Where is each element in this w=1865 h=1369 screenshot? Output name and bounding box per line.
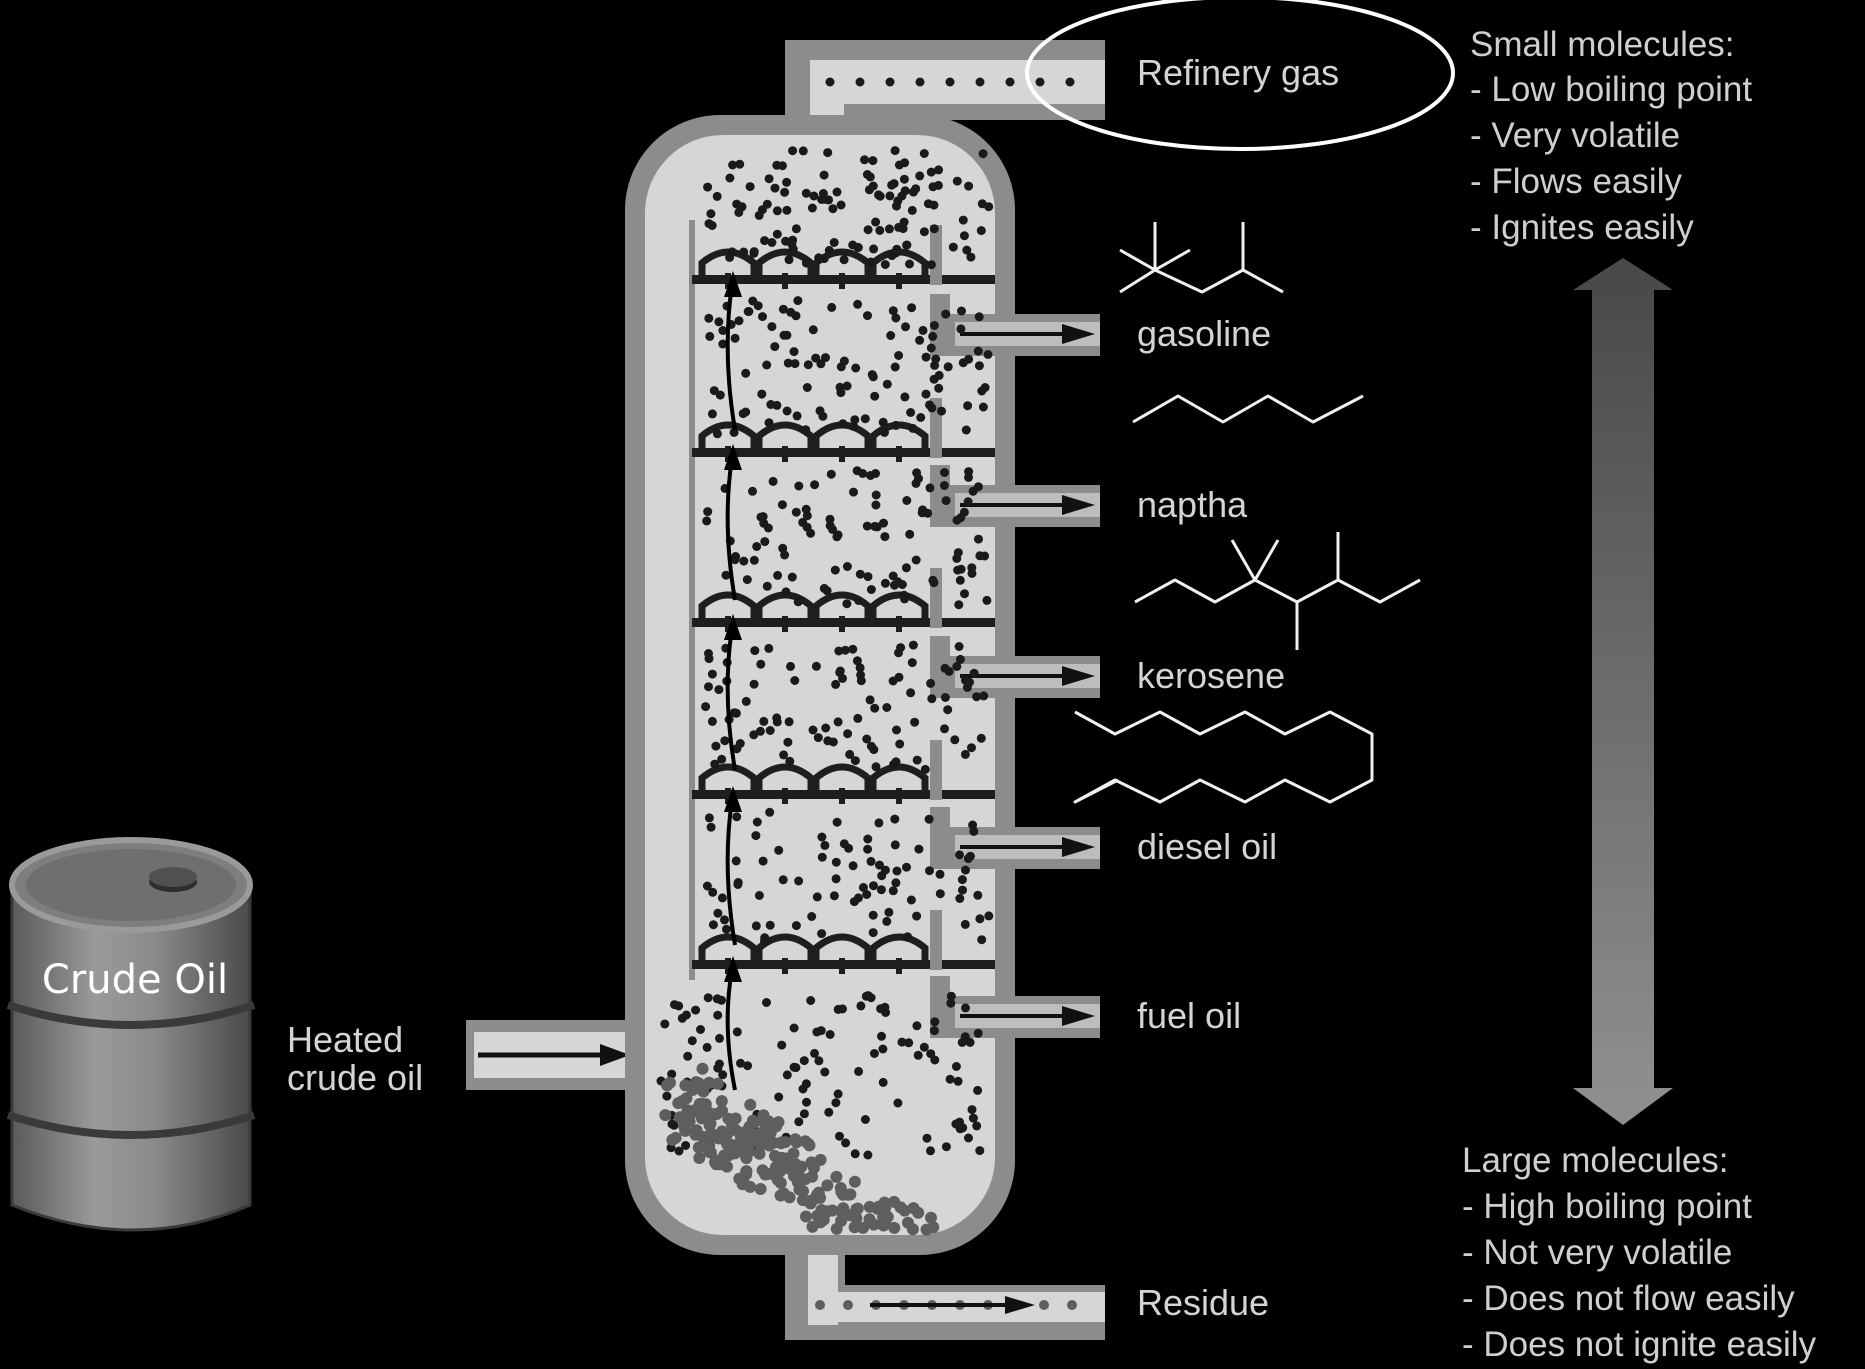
feed-pipe (466, 1020, 636, 1090)
feed-label-line2: crude oil (287, 1057, 423, 1098)
large-prop-1: - High boiling point (1462, 1187, 1752, 1226)
fraction-label-refinery-gas: Refinery gas (1137, 52, 1339, 93)
molecule-size-arrow (1573, 258, 1673, 1125)
fraction-label-residue: Residue (1137, 1282, 1269, 1323)
barrel-label: Crude Oil (42, 957, 228, 1003)
fraction-labels: Refinery gas gasoline naptha kerosene diesel… (1137, 52, 1339, 1323)
large-prop-4: - Does not ignite easily (1462, 1325, 1817, 1364)
naptha-molecule-icon (1133, 396, 1363, 422)
fraction-label-naptha: naptha (1137, 484, 1248, 525)
kerosene-molecule-icon (1135, 532, 1420, 650)
feed-label-line1: Heated (287, 1019, 403, 1060)
crude-oil-barrel: Crude Oil (8, 840, 254, 1230)
small-prop-3: - Flows easily (1470, 162, 1682, 201)
fraction-label-fuel-oil: fuel oil (1137, 995, 1241, 1036)
small-prop-1: - Low boiling point (1470, 70, 1752, 109)
small-molecules-notes: Small molecules: - Low boiling point - V… (1470, 25, 1752, 247)
small-molecules-heading: Small molecules: (1470, 25, 1735, 64)
molecule-structures (1075, 222, 1420, 802)
large-prop-2: - Not very volatile (1462, 1233, 1732, 1272)
large-prop-3: - Does not flow easily (1462, 1279, 1795, 1318)
gasoline-molecule-icon (1120, 222, 1283, 292)
diesel-molecule-icon (1075, 712, 1372, 802)
large-molecules-heading: Large molecules: (1462, 1141, 1729, 1180)
fraction-label-diesel-oil: diesel oil (1137, 826, 1277, 867)
large-molecules-notes: Large molecules: - High boiling point - … (1462, 1141, 1817, 1364)
fractionating-column (625, 40, 1105, 1340)
fraction-label-kerosene: kerosene (1137, 655, 1285, 696)
small-prop-4: - Ignites easily (1470, 208, 1694, 247)
fraction-label-gasoline: gasoline (1137, 313, 1271, 354)
small-prop-2: - Very volatile (1470, 116, 1680, 155)
